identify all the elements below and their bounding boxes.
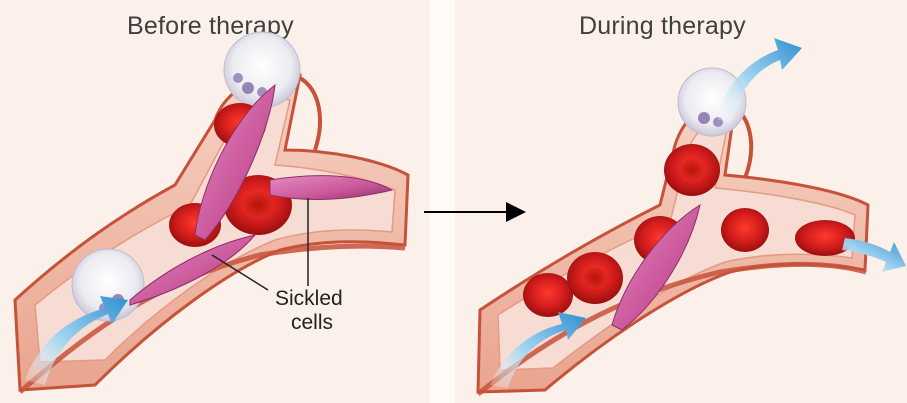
sickled-cells-label: Sickled cells bbox=[275, 287, 385, 335]
red-blood-cell bbox=[523, 273, 573, 317]
label-line-2: cells bbox=[275, 311, 385, 335]
red-blood-cell bbox=[795, 220, 855, 256]
during-vessel bbox=[478, 38, 906, 394]
red-blood-cell bbox=[721, 208, 769, 252]
label-line-1: Sickled bbox=[275, 287, 385, 311]
before-vessel bbox=[15, 32, 408, 392]
